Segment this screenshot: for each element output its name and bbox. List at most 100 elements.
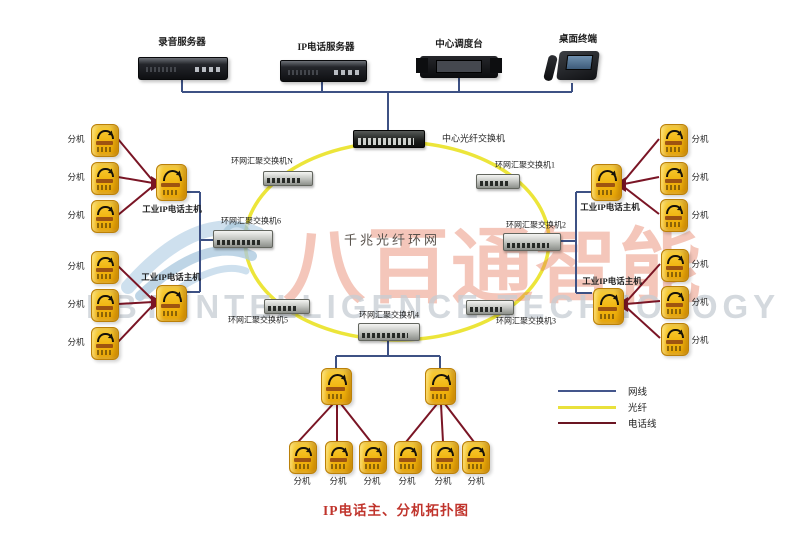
phone-strip [398, 458, 417, 462]
phone-keypad [96, 349, 113, 355]
extension-phone [359, 441, 387, 474]
ring-switch-4-label: 环网汇聚交换机4 [359, 310, 419, 320]
handset-icon [666, 167, 684, 178]
handset-icon [97, 294, 115, 305]
phone-keypad [599, 313, 617, 320]
phone-strip [598, 307, 618, 312]
extension-phone [431, 441, 459, 474]
extension-label: 分机 [691, 297, 709, 307]
handset-icon [600, 294, 619, 305]
handset-icon [666, 129, 684, 140]
extension-label: 分机 [363, 476, 381, 486]
phone-strip [665, 303, 684, 307]
extension-phone [91, 289, 119, 322]
phone-keypad [96, 311, 113, 317]
dispatch-console-label: 中心调度台 [435, 40, 483, 50]
ring-switch-1-device [476, 174, 520, 189]
handset-icon [295, 446, 313, 457]
phone-keypad [327, 393, 345, 400]
extension-phone [394, 441, 422, 474]
legend-network-label: 网线 [628, 388, 648, 398]
phone-keypad [665, 221, 682, 227]
extension-label: 分机 [691, 335, 709, 345]
recording-server-device [138, 57, 228, 80]
phone-keypad [399, 463, 416, 469]
phone-keypad [96, 273, 113, 279]
desk-phone-screen [565, 55, 594, 70]
phone-keypad [666, 345, 683, 351]
extension-phone [661, 323, 689, 356]
handset-icon [666, 204, 684, 215]
network-line-swatch [558, 390, 616, 392]
phone-keypad [666, 271, 683, 277]
extension-label: 分机 [467, 476, 485, 486]
phone-strip [430, 387, 450, 392]
phone-strip [665, 266, 684, 270]
telephone-line-swatch [558, 422, 616, 424]
handset-icon [97, 332, 115, 343]
ring-switch-3-label: 环网汇聚交换机3 [496, 316, 556, 326]
phone-keypad [162, 310, 180, 317]
extension-phone [91, 200, 119, 233]
phone-strip [95, 268, 114, 272]
fiber-line-swatch [558, 405, 616, 409]
phone-keypad [665, 184, 682, 190]
phone-keypad [431, 393, 449, 400]
ring-switch-6-device [213, 230, 273, 248]
desktop-terminal-device [542, 48, 600, 83]
phone-keypad [96, 222, 113, 228]
handset-icon [400, 446, 418, 457]
extension-phone [325, 441, 353, 474]
extension-label: 分机 [434, 476, 452, 486]
phone-keypad [330, 463, 347, 469]
phone-keypad [162, 189, 180, 196]
phone-strip [95, 217, 114, 221]
ring-switch-N-label: 环网汇聚交换机N [231, 156, 293, 166]
phone-keypad [364, 463, 381, 469]
phone-keypad [467, 463, 484, 469]
extension-label: 分机 [691, 134, 709, 144]
extension-phone [91, 162, 119, 195]
handset-icon [97, 129, 115, 140]
phone-strip [95, 179, 114, 183]
handset-icon [97, 167, 115, 178]
extension-label: 分机 [67, 299, 85, 309]
ring-switch-1-label: 环网汇聚交换机1 [495, 160, 555, 170]
recording-server-label: 录音服务器 [158, 38, 206, 48]
console-wing-left [416, 58, 428, 74]
phone-strip [435, 458, 454, 462]
handset-icon [163, 291, 182, 302]
ip-phone-server-label: IP电话服务器 [297, 43, 355, 53]
extension-label: 分机 [329, 476, 347, 486]
host-phone [591, 164, 622, 201]
extension-phone [91, 124, 119, 157]
extension-label: 分机 [691, 259, 709, 269]
ring-switch-5-label: 环网汇聚交换机5 [228, 315, 288, 325]
phone-keypad [294, 463, 311, 469]
extension-phone [462, 441, 490, 474]
desktop-terminal-label: 桌面终端 [558, 35, 598, 45]
ring-switch-6-label: 环网汇聚交换机6 [221, 216, 281, 226]
extension-phone [660, 162, 688, 195]
host-phone-label: 工业IP电话主机 [580, 202, 640, 212]
host-phone [425, 368, 456, 405]
extension-phone [660, 124, 688, 157]
ring-switch-N-device [263, 171, 313, 186]
ring-switch-2-label: 环网汇聚交换机2 [506, 220, 566, 230]
host-phone [321, 368, 352, 405]
ring-switch-2-device [503, 233, 561, 251]
phone-strip [293, 458, 312, 462]
phone-strip [664, 141, 683, 145]
extension-label: 分机 [67, 261, 85, 271]
handset-icon [598, 170, 617, 181]
extension-label: 分机 [293, 476, 311, 486]
phone-strip [665, 340, 684, 344]
extension-label: 分机 [398, 476, 416, 486]
phone-strip [161, 304, 181, 309]
handset-icon [667, 254, 685, 265]
extension-label: 分机 [67, 134, 85, 144]
phone-strip [664, 216, 683, 220]
extension-label: 分机 [67, 337, 85, 347]
phone-strip [664, 179, 683, 183]
